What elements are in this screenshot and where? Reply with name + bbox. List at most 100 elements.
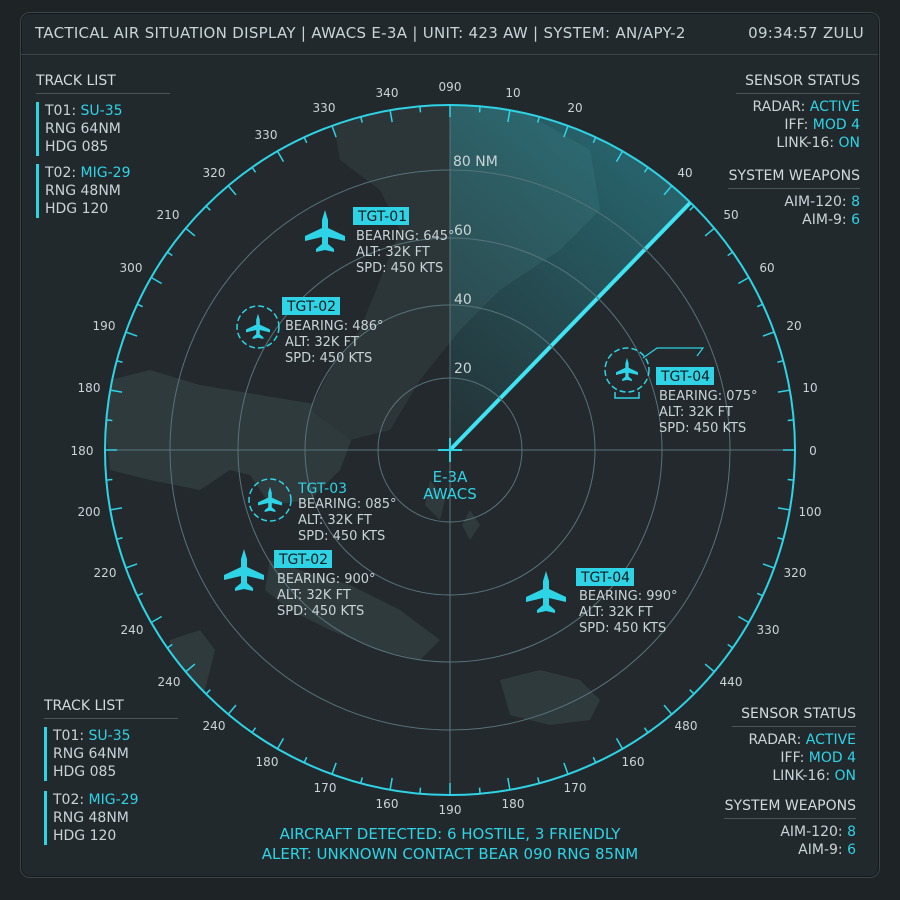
bezel-tick (251, 166, 257, 173)
target-alt: ALT: 32K FT (659, 405, 733, 420)
target-id: TGT-03 (297, 481, 347, 497)
range-label-80: 80 NM (453, 154, 498, 170)
track-id: T01: (53, 728, 85, 744)
bezel-label: 480 (675, 719, 698, 733)
iff-label: IFF: (780, 750, 805, 766)
target-bearing: BEARING: 645° (356, 229, 455, 244)
bezel-tick (689, 205, 695, 211)
bezel-tick (643, 166, 649, 173)
bezel-label: 40 (677, 166, 692, 180)
target-bearing: BEARING: 900° (277, 572, 376, 587)
bezel-tick (704, 663, 715, 673)
bezel-label: 160 (622, 755, 645, 769)
link16-value: ON (834, 768, 857, 784)
bezel-label: 330 (313, 101, 336, 115)
bezel-tick (116, 537, 123, 541)
bezel-label: 10 (505, 86, 520, 100)
bezel-tick (166, 643, 173, 649)
radar-label: RADAR: (752, 99, 806, 115)
track-range: RNG 64NM (45, 121, 121, 137)
bezel-label: 220 (94, 566, 117, 580)
track-type: MIG-29 (88, 792, 139, 808)
target-spd: SPD: 450 KTS (277, 604, 364, 619)
track-entry[interactable]: T02: MIG-29 RNG 48NM HDG 120 (36, 164, 170, 218)
bezel-label: 100 (799, 505, 822, 519)
bezel-tick (276, 738, 285, 750)
track-id: T02: (53, 792, 85, 808)
target-bearing: BEARING: 990° (579, 589, 678, 604)
center-label-line2: AWACS (423, 485, 476, 503)
bezel-labels: 090 10 20 40 50 60 20 10 0 100 320 330 4… (71, 80, 822, 817)
link16-label: LINK-16: (776, 135, 835, 151)
range-label-20: 20 (454, 361, 472, 377)
zulu-clock: 09:34:57 ZULU (748, 24, 864, 42)
target-alt: ALT: 32K FT (356, 245, 430, 260)
bezel-label: 160 (376, 797, 399, 811)
bezel-tick (777, 359, 784, 363)
aim9-label: AIM-9: (802, 212, 847, 228)
bezel-tick (563, 125, 569, 138)
bezel-tick (110, 389, 123, 393)
sensor-status-bottom: SENSOR STATUS RADAR: ACTIVE IFF: MOD 4 L… (686, 705, 856, 785)
target-spd: SPD: 450 KTS (579, 621, 666, 636)
bezel-tick (663, 704, 673, 715)
radar-sweep (450, 105, 690, 450)
track-entry[interactable]: T01: SU-35 RNG 64NM HDG 085 (36, 102, 170, 156)
target-tgt-04-south[interactable]: TGT-04 BEARING: 990° ALT: 32K FT SPD: 45… (526, 568, 678, 636)
track-id: T01: (45, 103, 77, 119)
range-labels: 80 NM 60 40 20 (453, 154, 498, 377)
link16-value: ON (838, 135, 861, 151)
bezel-tick (478, 787, 481, 794)
system-title: TACTICAL AIR SITUATION DISPLAY | AWACS E… (35, 24, 686, 42)
bezel-label: 320 (784, 566, 807, 580)
track-type: SU-35 (88, 728, 131, 744)
bezel-tick (110, 507, 123, 511)
bezel-label: 210 (157, 208, 180, 222)
bezel-tick (276, 150, 285, 162)
track-entry[interactable]: T01: SU-35 RNG 64NM HDG 085 (44, 727, 178, 781)
bezel-label: 300 (120, 261, 143, 275)
bezel-label: 190 (439, 803, 462, 817)
bezel-tick (563, 762, 569, 775)
link16-label: LINK-16: (772, 768, 831, 784)
sensor-status-top: SENSOR STATUS RADAR: ACTIVE IFF: MOD 4 L… (690, 72, 860, 152)
target-tgt-02-south[interactable]: TGT-02 BEARING: 900° ALT: 32K FT SPD: 45… (224, 549, 376, 619)
detection-summary: AIRCRAFT DETECTED: 6 HOSTILE, 3 FRIENDLY (279, 825, 621, 843)
bezel-tick (205, 689, 211, 695)
range-label-60: 60 (454, 223, 472, 239)
fighter-jet-icon (305, 210, 345, 252)
target-tgt-03[interactable]: TGT-03 BEARING: 085° ALT: 32K FT SPD: 45… (248, 478, 397, 544)
target-tgt-01[interactable]: TGT-01 BEARING: 645° ALT: 32K FT SPD: 45… (305, 207, 455, 276)
bezel-tick (787, 478, 794, 481)
bezel-label: 0 (809, 444, 817, 458)
iff-label: IFF: (784, 117, 809, 133)
target-bearing: BEARING: 085° (298, 497, 397, 512)
bezel-label: 180 (256, 755, 279, 769)
bezel-label: 170 (314, 781, 337, 795)
target-bearing: BEARING: 075° (659, 389, 758, 404)
bezel-tick (592, 137, 597, 144)
fighter-jet-circled-icon (236, 305, 280, 349)
bezel-label: 200 (78, 505, 101, 519)
bezel-tick (185, 663, 196, 673)
bezel-label: 190 (93, 319, 116, 333)
target-spd: SPD: 450 KTS (659, 421, 746, 436)
target-tgt-04-friendly[interactable]: TGT-04 BEARING: 075° ALT: 32K FT SPD: 45… (604, 347, 758, 436)
bezel-tick (303, 137, 308, 144)
target-alt: ALT: 32K FT (285, 335, 359, 350)
bezel-ticks (105, 105, 795, 795)
bezel-tick (205, 205, 211, 211)
bezel-tick (537, 116, 541, 123)
bezel-tick (762, 563, 775, 569)
bezel-label: 50 (723, 208, 738, 222)
target-spd: SPD: 450 KTS (356, 261, 443, 276)
target-tgt-02-north[interactable]: TGT-02 BEARING: 486° ALT: 32K FT SPD: 45… (236, 297, 384, 366)
bezel-tick (738, 276, 750, 285)
alert-message: ALERT: UNKNOWN CONTACT BEAR 090 RNG 85NM (261, 845, 639, 863)
center-crosshair-icon (438, 438, 462, 462)
target-id: TGT-02 (286, 299, 336, 315)
bezel-tick (537, 777, 541, 784)
track-entry[interactable]: T02: MIG-29 RNG 48NM HDG 120 (44, 791, 178, 845)
target-alt: ALT: 32K FT (298, 513, 372, 528)
